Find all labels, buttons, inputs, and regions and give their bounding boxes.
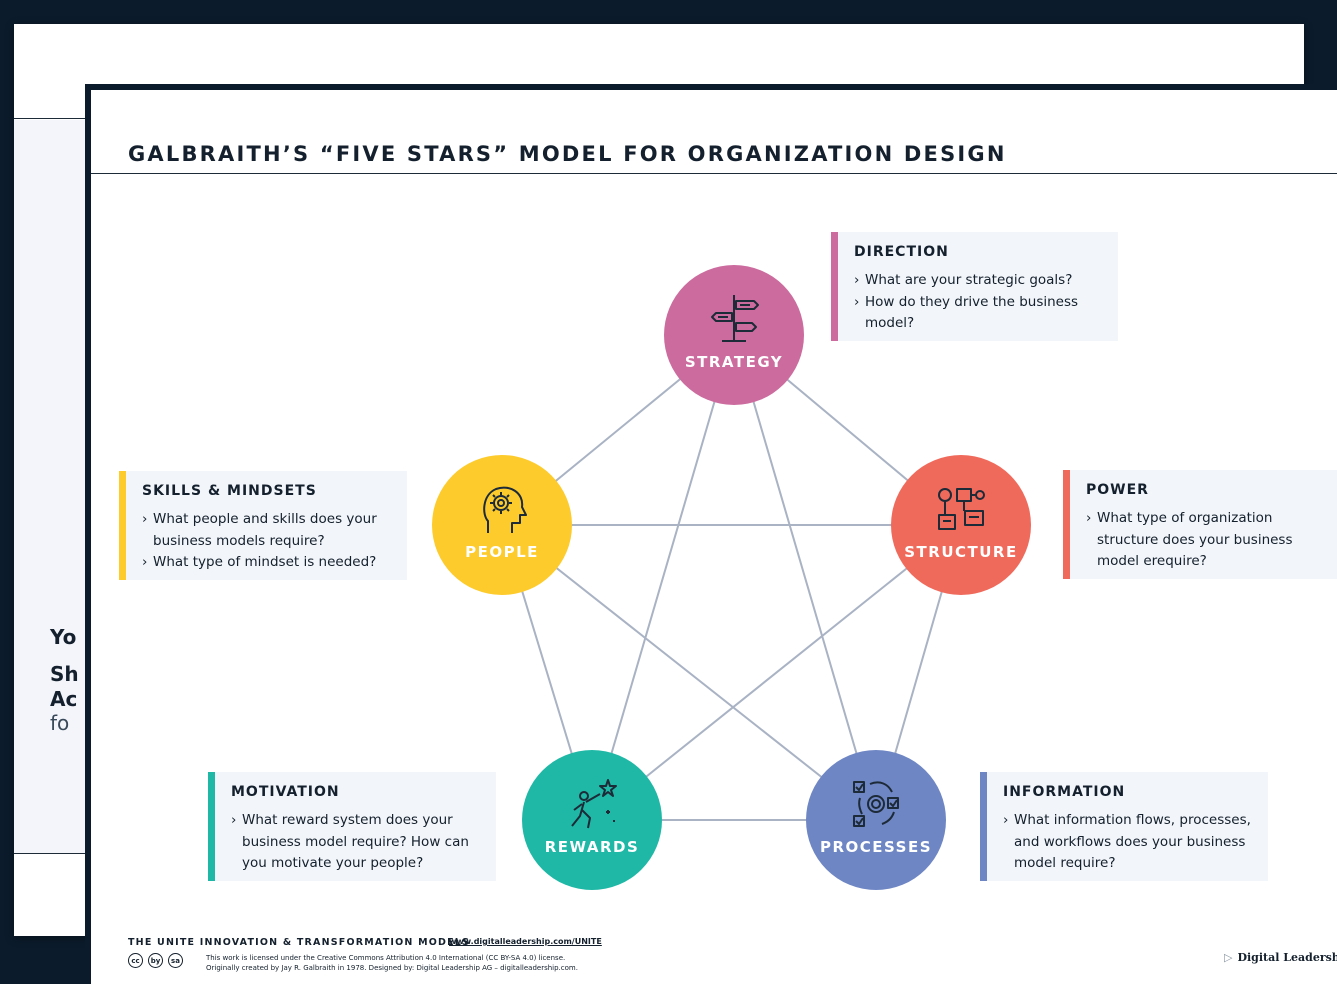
card-heading: INFORMATION <box>1003 784 1126 800</box>
license-line: Originally created by Jay R. Galbraith i… <box>206 964 578 972</box>
node-processes: PROCESSES <box>799 743 949 893</box>
card-question-list: What reward system does your business mo… <box>231 810 486 875</box>
reach-star-icon <box>571 779 617 829</box>
share-alike-icon: sa <box>168 953 183 968</box>
node-structure: STRUCTURE <box>884 448 1034 598</box>
signpost-icon <box>711 295 759 342</box>
org-chart-icon <box>938 488 985 530</box>
license-icons: cc by sa <box>128 953 183 968</box>
card-question: What reward system does your business mo… <box>231 810 486 875</box>
card-power: POWER What type of organization structur… <box>1063 470 1337 579</box>
node-label: REWARDS <box>544 838 640 856</box>
card-question: What people and skills does your busines… <box>142 509 397 552</box>
card-direction: DIRECTION What are your strategic goals?… <box>831 232 1118 341</box>
title-divider <box>91 173 1337 174</box>
node-rewards: REWARDS <box>515 743 665 893</box>
card-heading: DIRECTION <box>854 244 949 260</box>
card-heading: MOTIVATION <box>231 784 340 800</box>
node-label: STRATEGY <box>684 353 784 371</box>
card-heading: SKILLS & MINDSETS <box>142 483 317 499</box>
node-circle <box>806 750 946 890</box>
footer-title: THE UNITE INNOVATION & TRANSFORMATION MO… <box>128 937 471 948</box>
brand-mark-icon: ▷ <box>1224 951 1233 964</box>
card-question: What are your strategic goals? <box>854 270 1108 292</box>
creative-commons-icon: cc <box>128 953 143 968</box>
node-label: PEOPLE <box>465 543 539 561</box>
card-question-list: What type of organization structure does… <box>1086 508 1327 573</box>
attribution-icon: by <box>148 953 163 968</box>
background-side-panel <box>14 120 94 853</box>
node-circle <box>432 455 572 595</box>
node-people: PEOPLE <box>425 448 575 598</box>
footer-link[interactable]: www.digitalleadership.com/UNITE <box>449 937 602 946</box>
brand-name: Digital Leadership <box>1237 951 1337 964</box>
card-information: INFORMATION What information flows, proc… <box>980 772 1268 881</box>
card-question: What type of organization structure does… <box>1086 508 1327 573</box>
background-text-fragment: fo <box>50 711 70 735</box>
card-question-list: What information flows, processes, and w… <box>1003 810 1258 875</box>
card-question-list: What are your strategic goals? How do th… <box>854 270 1108 335</box>
license-line: This work is licensed under the Creative… <box>206 954 566 962</box>
head-gear-icon <box>483 486 527 533</box>
workflow-cycle-icon <box>853 781 899 827</box>
node-strategy: STRATEGY <box>657 258 807 408</box>
node-circle <box>522 750 662 890</box>
card-question-list: What people and skills does your busines… <box>142 509 397 574</box>
card-motivation: MOTIVATION What reward system does your … <box>208 772 496 881</box>
background-text-fragment: Ac <box>50 687 78 711</box>
card-question: What information flows, processes, and w… <box>1003 810 1258 875</box>
card-question: What type of mindset is needed? <box>142 552 397 574</box>
background-text-fragment: Yo <box>50 625 77 649</box>
node-circle <box>891 455 1031 595</box>
node-label: PROCESSES <box>819 838 933 856</box>
card-skills-mindsets: SKILLS & MINDSETS What people and skills… <box>119 471 407 580</box>
license-text: This work is licensed under the Creative… <box>206 953 578 973</box>
card-question: How do they drive the business model? <box>854 292 1108 335</box>
background-text-fragment: Sh <box>50 662 79 686</box>
brand-logo: ▷ Digital Leadership <box>1224 951 1337 964</box>
page-title: GALBRAITH’S “FIVE STARS” MODEL FOR ORGAN… <box>128 142 1007 166</box>
node-label: STRUCTURE <box>904 543 1018 561</box>
card-heading: POWER <box>1086 482 1149 498</box>
